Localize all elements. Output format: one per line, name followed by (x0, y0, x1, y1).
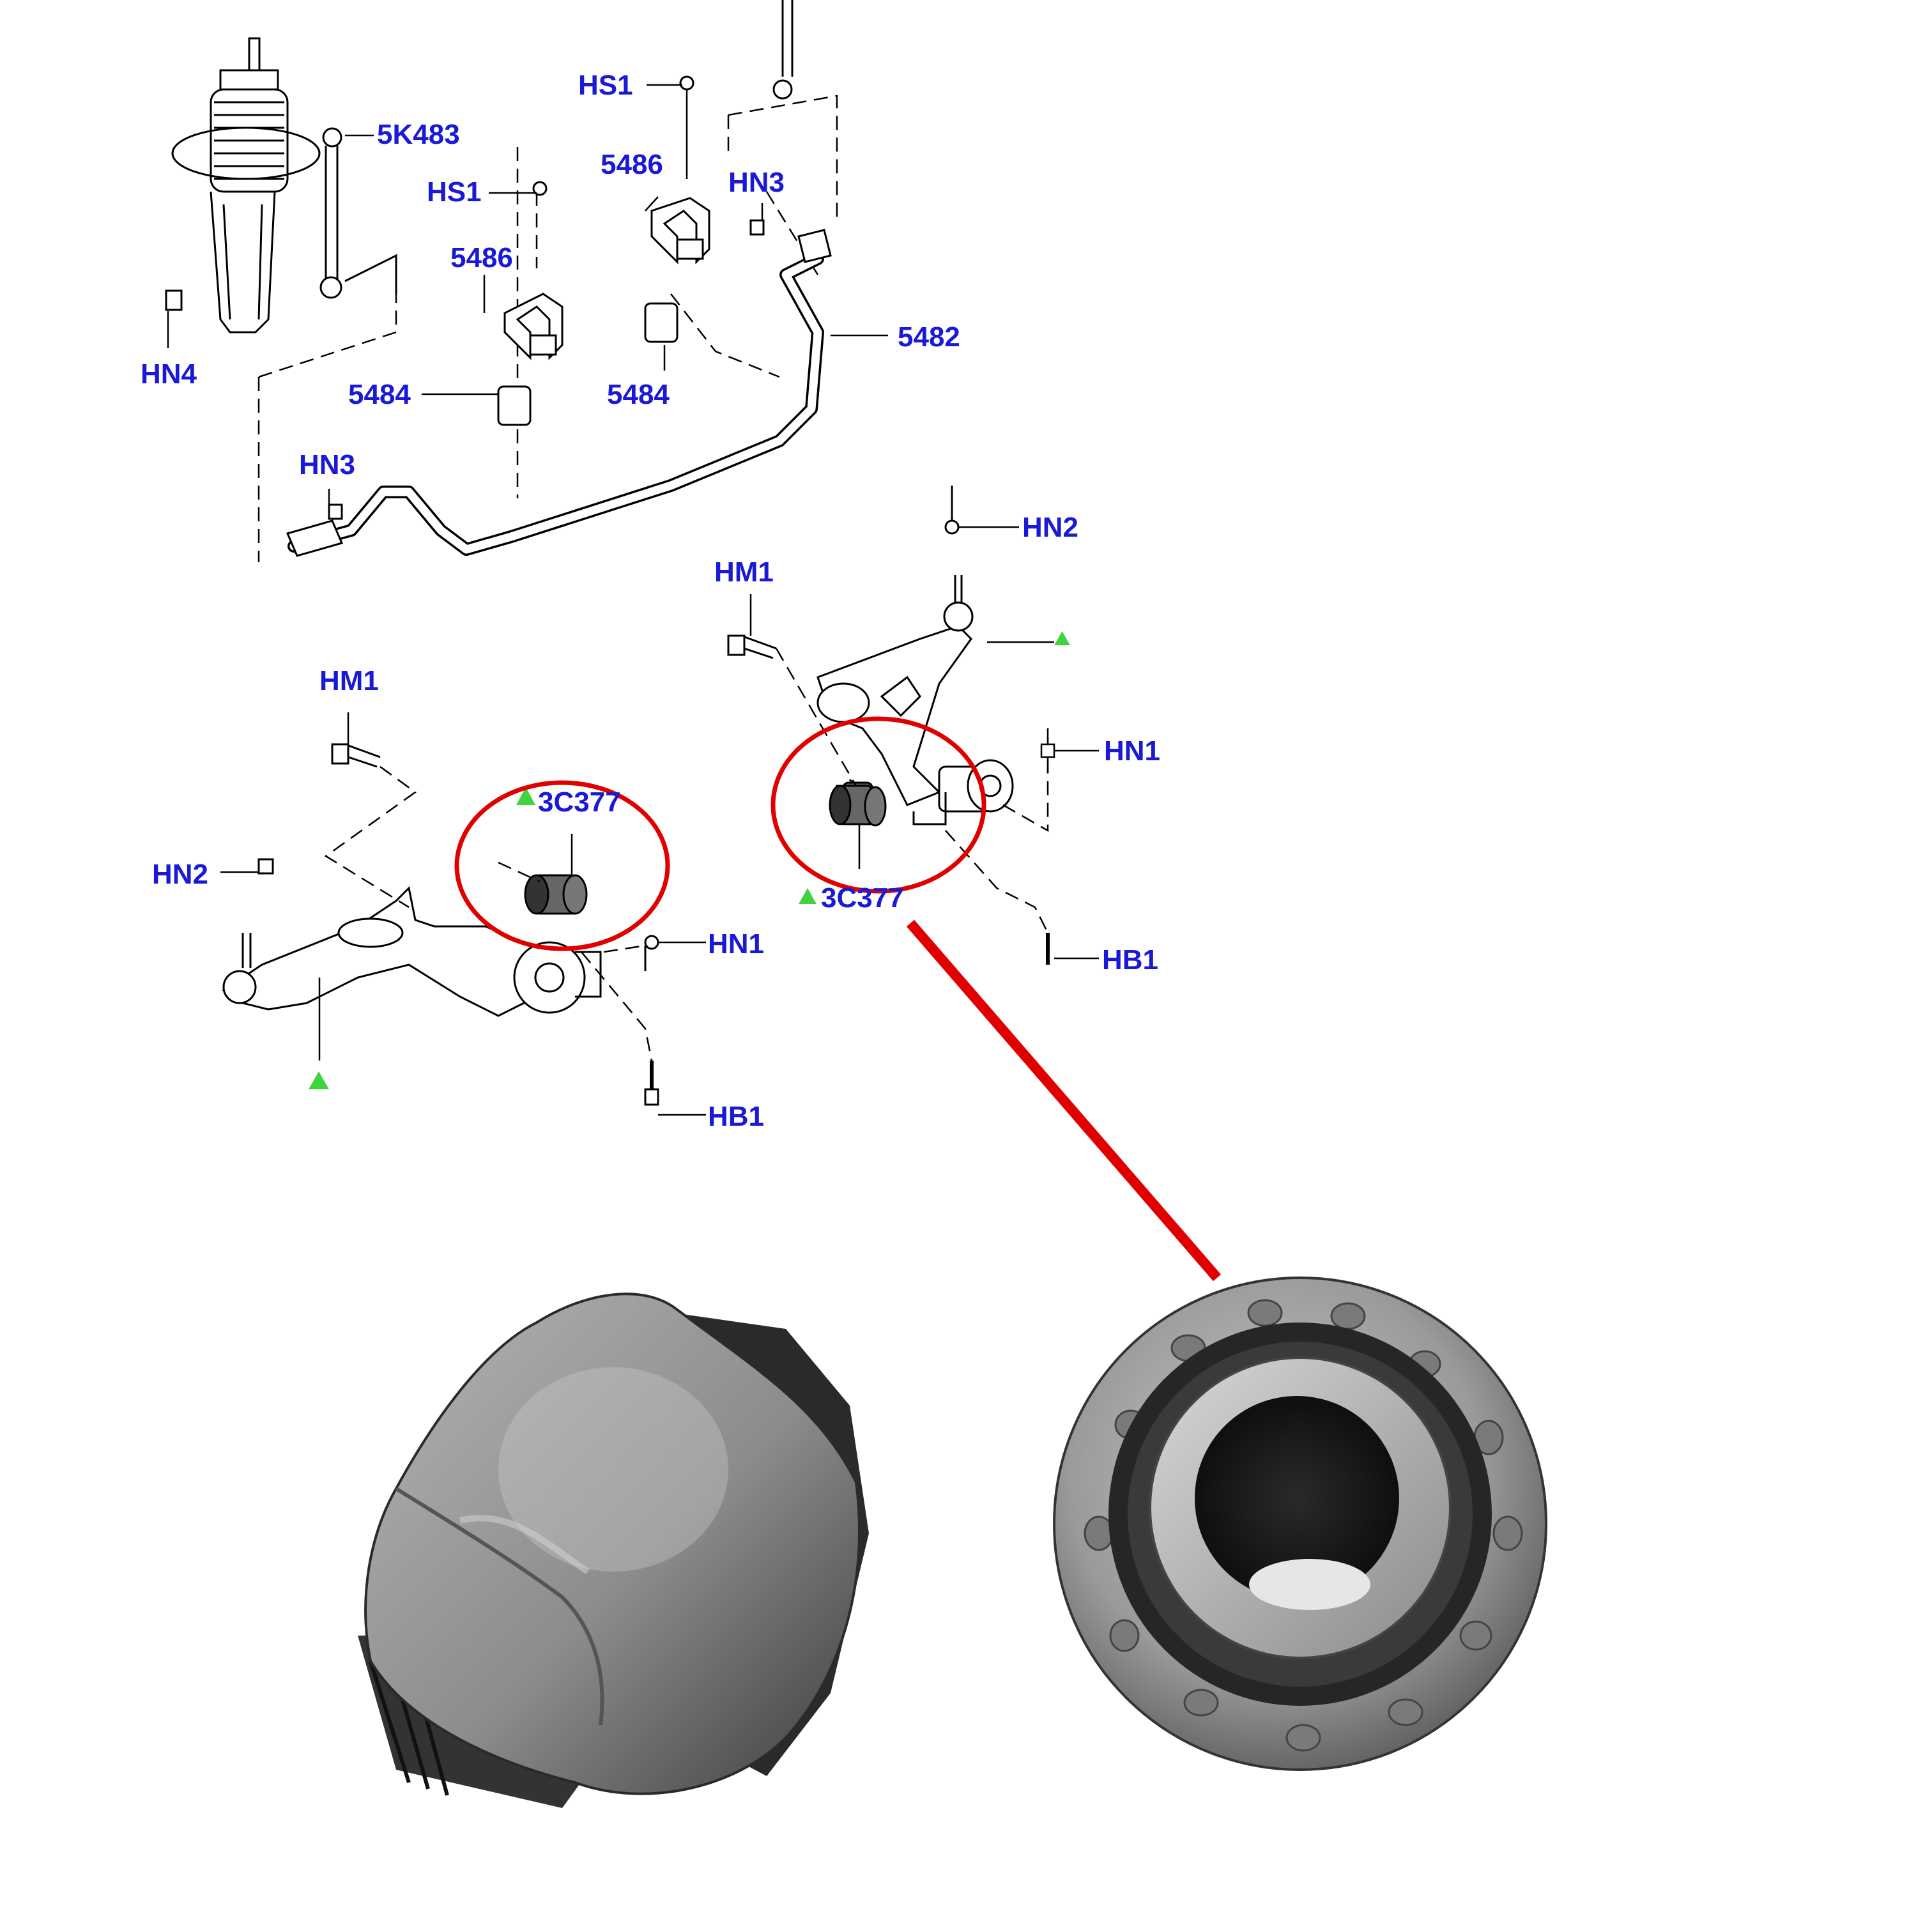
part-labels: HS1 5K483 5486 HN3 HS1 5486 5482 HN4 548… (141, 70, 1160, 1132)
bushing-3c377-left (524, 874, 588, 915)
green-marker-left-arm (309, 1071, 329, 1089)
bushing-photo-end (1053, 1276, 1547, 1771)
label-hn3-top: HN3 (728, 167, 785, 198)
label-5486-right: 5486 (601, 149, 663, 180)
label-hn2-right: HN2 (1022, 512, 1078, 543)
bushing-photo-side (358, 1292, 869, 1808)
stabilizer-link-part (319, 127, 397, 299)
highlight-circle-right (770, 716, 986, 894)
construction-lines (257, 95, 838, 562)
label-5k483: 5K483 (377, 119, 460, 150)
green-marker-right-arm (1054, 631, 1070, 645)
bracket-right-part (650, 197, 710, 264)
bar-end-left-part (286, 519, 344, 557)
stabilizer-assembly (165, 0, 888, 562)
bar-end-right-part (797, 229, 832, 263)
label-hm1-right: HM1 (714, 556, 774, 588)
highlight-circle-left (454, 780, 670, 951)
bushing-right-part (644, 302, 678, 343)
bushing-3c377-right (829, 785, 887, 827)
bushing-left-part (497, 385, 532, 426)
green-marker-right-3c377 (799, 888, 816, 904)
top-link-part (781, 0, 793, 77)
label-5484-right: 5484 (607, 379, 670, 410)
bracket-left-part (503, 293, 564, 360)
label-5484-left: 5484 (348, 379, 411, 410)
label-hs1-left: HS1 (427, 176, 482, 208)
leader-lines-top (167, 84, 888, 505)
label-hn2-left: HN2 (152, 859, 208, 890)
control-arm-left (222, 743, 659, 1106)
label-3c377-left: 3C377 (538, 786, 621, 818)
label-hb1-left: HB1 (708, 1101, 764, 1132)
label-hn3-left: HN3 (299, 449, 355, 480)
strut-part (165, 37, 321, 334)
leader-lines-left-arm (220, 712, 706, 1116)
label-5482: 5482 (898, 321, 960, 353)
label-3c377-right: 3C377 (821, 882, 904, 914)
leader-lines-right-arm (749, 526, 1099, 965)
label-hn4: HN4 (141, 358, 197, 390)
label-5486-left: 5486 (450, 242, 513, 273)
green-marker-left-3c377 (516, 787, 535, 805)
label-hn1-right: HN1 (1104, 735, 1160, 767)
highlight-pointer-line (906, 919, 1222, 1282)
label-hs1-top: HS1 (578, 70, 633, 101)
control-arm-right (727, 486, 1014, 825)
label-hm1-left: HM1 (319, 665, 379, 696)
label-hb1-right: HB1 (1102, 944, 1158, 976)
label-hn1-left: HN1 (708, 928, 764, 960)
